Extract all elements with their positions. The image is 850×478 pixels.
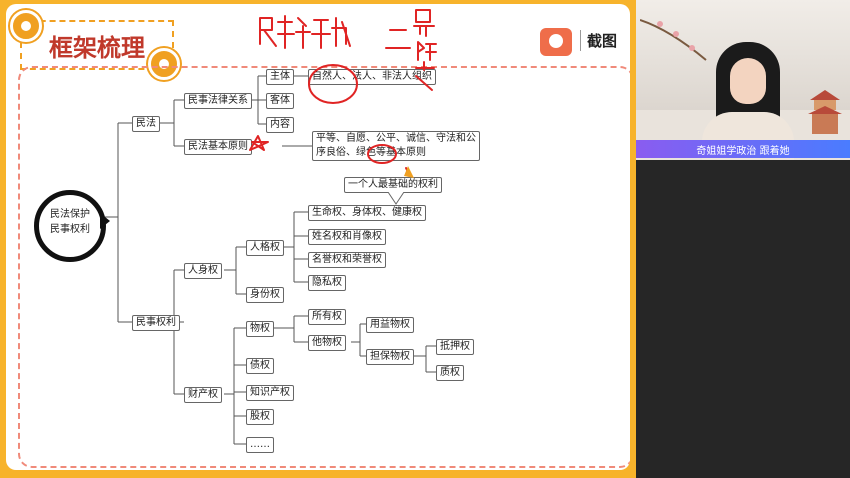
video-banner: 奇姐姐学政治 跟着她 <box>636 140 850 158</box>
node-ownership: 所有权 <box>308 309 346 325</box>
node-etc: …… <box>246 437 274 453</box>
node-object: 客体 <box>266 93 294 109</box>
title-box: 框架梳理 <box>20 20 174 70</box>
node-content: 内容 <box>266 117 294 133</box>
node-personality-rights: 人格权 <box>246 240 284 256</box>
teacher-face <box>730 58 766 104</box>
camera-icon <box>540 28 572 56</box>
node-mortgage: 抵押权 <box>436 339 474 355</box>
node-identity-rights: 身份权 <box>246 287 284 303</box>
root-node: 民法保护 民事权利 <box>34 190 106 262</box>
node-real-rights: 物权 <box>246 321 274 337</box>
node-minfa: 民法 <box>132 116 160 132</box>
play-arrow-icon <box>100 213 110 229</box>
node-name-portrait: 姓名权和肖像权 <box>308 229 386 245</box>
logo-label: 截图 <box>580 30 617 51</box>
dark-sidebar <box>636 160 850 478</box>
slide-canvas: 框架梳理 截图 <box>6 4 630 470</box>
node-other-real: 他物权 <box>308 335 346 351</box>
node-pledge: 质权 <box>436 365 464 381</box>
node-civil-relation: 民事法律关系 <box>184 93 252 109</box>
page-title: 框架梳理 <box>49 33 145 62</box>
slide-frame: 框架梳理 截图 <box>0 0 636 478</box>
subject-detail-sep: 、 <box>342 71 352 82</box>
node-principles: 民法基本原则 <box>184 139 252 155</box>
node-equity: 股权 <box>246 409 274 425</box>
node-property-rights: 财产权 <box>184 387 222 403</box>
subject-detail-1: 自然人 <box>312 71 342 82</box>
node-reputation-honor: 名誉权和荣誉权 <box>308 252 386 268</box>
pen-cursor-icon <box>404 166 414 178</box>
handwriting-layer <box>249 9 437 178</box>
node-usufruct: 用益物权 <box>366 317 414 333</box>
callout-pointer <box>387 192 405 205</box>
branch-icon <box>640 19 707 61</box>
node-ip: 知识产权 <box>246 385 294 401</box>
pagoda-icon <box>808 90 842 134</box>
root-line-1: 民法保护 <box>50 209 90 220</box>
video-banner-text: 奇姐姐学政治 跟着她 <box>696 146 790 157</box>
teacher-video: 奇姐姐学政治 跟着她 <box>636 0 850 160</box>
node-personal-rights: 人身权 <box>184 263 222 279</box>
gear-icon <box>10 10 42 42</box>
node-creditor: 债权 <box>246 358 274 374</box>
node-rights: 民事权利 <box>132 315 180 331</box>
gear-icon <box>148 48 180 80</box>
subject-detail-2: 法人、非法人组织 <box>352 71 432 82</box>
root-label: 民法保护 民事权利 <box>39 207 101 237</box>
node-life-rights: 生命权、身体权、健康权 <box>308 205 426 221</box>
root-line-2: 民事权利 <box>50 224 90 235</box>
node-security: 担保物权 <box>366 349 414 365</box>
screenshot-logo[interactable]: 截图 <box>540 26 624 58</box>
node-subject: 主体 <box>266 69 294 85</box>
mindmap-connectors <box>104 75 436 445</box>
node-subject-detail: 自然人、法人、非法人组织 <box>308 69 436 85</box>
node-privacy: 隐私权 <box>308 275 346 291</box>
